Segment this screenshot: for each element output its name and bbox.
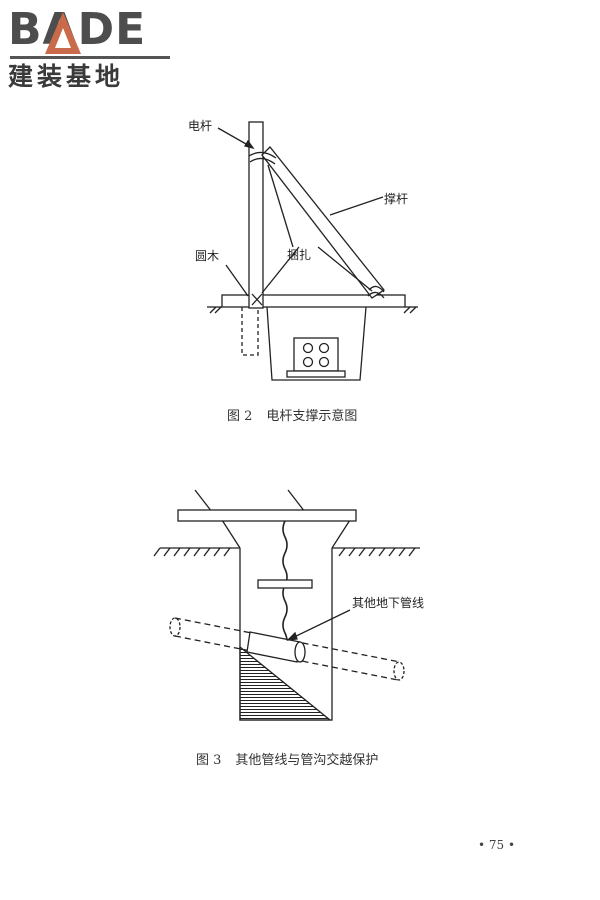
figure-3-caption-number: 图 3 xyxy=(196,753,222,768)
figure-2-caption: 图 2 电杆支撑示意图 xyxy=(227,405,357,424)
label-binding: 捆扎 xyxy=(287,248,312,262)
figure-2-caption-number: 图 2 xyxy=(227,409,253,424)
figure-3-caption: 图 3 其他管线与管沟交越保护 xyxy=(196,749,378,768)
chain-crossbar xyxy=(257,579,313,589)
figure-2-caption-text: 电杆支撑示意图 xyxy=(266,409,358,424)
utility-pole xyxy=(248,121,264,309)
support-brace xyxy=(261,146,385,299)
label-pipeline: 其他地下管线 xyxy=(352,596,425,610)
cross-beam xyxy=(177,509,357,522)
trench-outline xyxy=(266,306,367,381)
logo-rule xyxy=(10,56,170,59)
ground-slab xyxy=(221,294,406,308)
figure-3-caption-text: 其他管线与管沟交越保护 xyxy=(235,753,379,768)
brand-logo: BADE 建装基地 xyxy=(8,6,178,96)
label-brace: 撑杆 xyxy=(384,192,409,206)
logo-accent-triangle xyxy=(45,12,81,54)
page-number: • 75 • xyxy=(478,838,516,852)
label-pole: 电杆 xyxy=(188,119,213,133)
pipe-duct-box xyxy=(293,337,339,372)
logo-subtitle: 建装基地 xyxy=(8,62,125,91)
pipeline-segment xyxy=(246,631,301,663)
label-log: 圆木 xyxy=(195,249,220,263)
